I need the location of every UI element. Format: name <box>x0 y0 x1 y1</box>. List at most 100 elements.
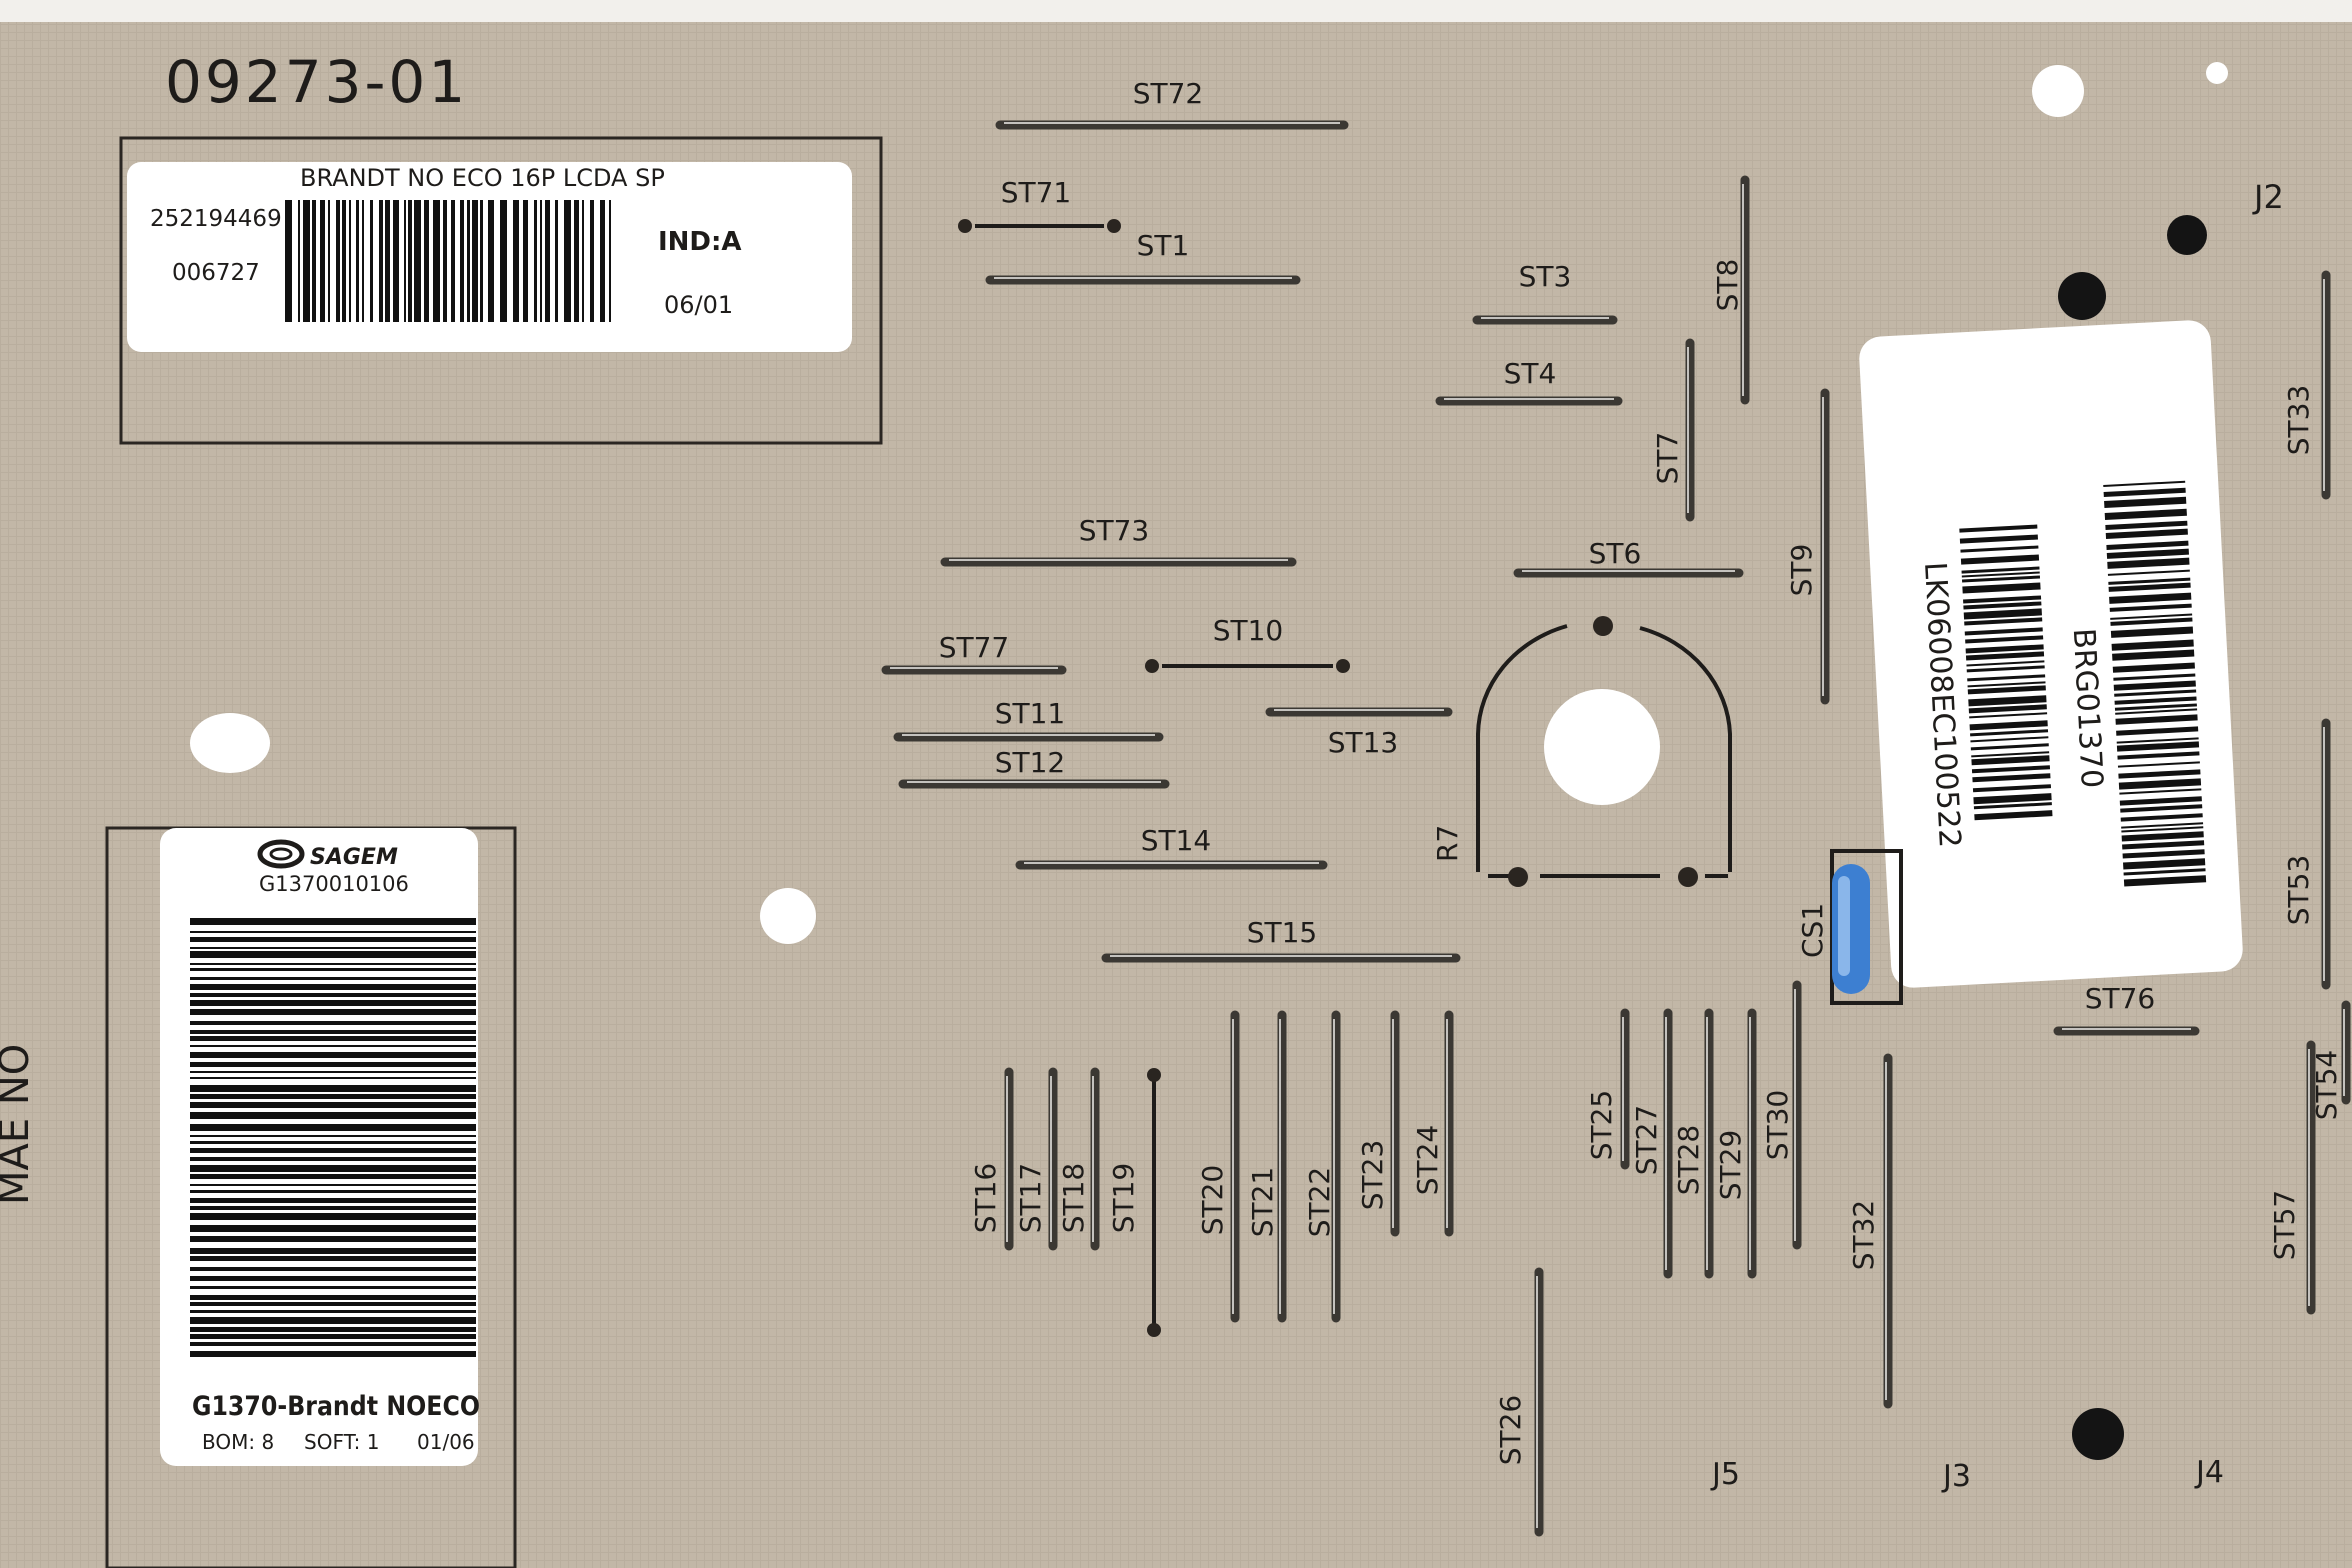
label2-date: 01/06 <box>417 1430 475 1454</box>
r7-pads <box>1508 616 1698 887</box>
strap-label-st9: ST9 <box>1785 544 1818 597</box>
strap-st33: ST33 <box>2282 270 2331 500</box>
strap-label-st1: ST1 <box>1137 229 1190 262</box>
strap-label-st71: ST71 <box>1001 176 1072 209</box>
strap-label-st24: ST24 <box>1411 1125 1444 1196</box>
strap-st20: ST20 <box>1196 1010 1240 1323</box>
strap-st30: ST30 <box>1761 980 1802 1250</box>
barcode-3b <box>1959 524 2053 821</box>
strap-label-st29: ST29 <box>1714 1130 1747 1201</box>
barcode-3a <box>2103 480 2207 887</box>
strap-label-st28: ST28 <box>1672 1125 1705 1196</box>
strap-st10: ST10 <box>1145 614 1350 673</box>
strap-st3: ST3 <box>1472 260 1618 325</box>
strap-st25: ST25 <box>1585 1008 1630 1170</box>
strap-label-st15: ST15 <box>1247 916 1318 949</box>
strap-st16: ST16 <box>969 1067 1014 1251</box>
product-label-3: BRG01370 LK06008EC100522 <box>1859 320 2243 988</box>
barcode-2 <box>190 918 476 1357</box>
strap-label-st32: ST32 <box>1847 1200 1880 1271</box>
strap-st14: ST14 <box>1015 824 1328 870</box>
strap-label-st57: ST57 <box>2268 1190 2301 1261</box>
strap-st54: ST54 <box>2310 1000 2351 1121</box>
cs1-capacitor <box>1832 864 1870 994</box>
strap-st19: ST19 <box>1107 1068 1161 1337</box>
label2-bom: BOM: 8 <box>202 1430 274 1454</box>
strap-label-st12: ST12 <box>995 746 1066 779</box>
strap-label-st16: ST16 <box>969 1163 1002 1234</box>
strap-st8: ST8 <box>1711 175 1750 405</box>
label3-code1: BRG01370 <box>2066 627 2109 789</box>
strap-st9: ST9 <box>1785 388 1830 705</box>
strap-label-st27: ST27 <box>1630 1105 1663 1176</box>
strap-label-st26: ST26 <box>1494 1395 1527 1466</box>
strap-label-st54: ST54 <box>2310 1050 2343 1121</box>
strap-label-st20: ST20 <box>1196 1165 1229 1236</box>
strap-label-st13: ST13 <box>1328 726 1399 759</box>
strap-st29: ST29 <box>1714 1008 1757 1279</box>
strap-label-st19: ST19 <box>1107 1163 1140 1234</box>
strap-st77: ST77 <box>881 631 1067 675</box>
strap-st22: ST22 <box>1303 1010 1341 1323</box>
label2-product: G1370-Brandt NOECO <box>192 1391 480 1422</box>
label1-date: 06/01 <box>664 291 733 319</box>
strap-st4: ST4 <box>1435 357 1623 406</box>
r7-label: R7 <box>1431 825 1464 862</box>
strap-st72: ST72 <box>995 77 1349 130</box>
board-code: 09273-01 <box>165 48 468 116</box>
strap-label-st76: ST76 <box>2085 982 2156 1015</box>
strap-label-st25: ST25 <box>1585 1090 1618 1161</box>
strap-st76: ST76 <box>2053 982 2200 1036</box>
strap-st28: ST28 <box>1672 1008 1714 1279</box>
label1-outline <box>119 136 883 445</box>
strap-st17: ST17 <box>1014 1067 1058 1251</box>
strap-st18: ST18 <box>1057 1067 1100 1251</box>
strap-st1: ST1 <box>985 229 1301 285</box>
product-label-1: BRANDT NO ECO 16P LCDA SP 252194469 0067… <box>127 162 852 352</box>
j5-label: J5 <box>1710 1457 1740 1492</box>
strap-st24: ST24 <box>1411 1010 1454 1237</box>
strap-st6: ST6 <box>1513 537 1744 578</box>
label2-code: G1370010106 <box>259 872 409 896</box>
strap-label-st73: ST73 <box>1079 514 1150 547</box>
mounting-holes <box>190 62 2228 1460</box>
board-top-edge <box>0 0 2352 22</box>
strap-st26: ST26 <box>1494 1267 1544 1537</box>
strap-label-st6: ST6 <box>1589 537 1642 570</box>
strap-st23: ST23 <box>1356 1010 1400 1237</box>
strap-label-st23: ST23 <box>1356 1140 1389 1211</box>
strap-st11: ST11 <box>893 697 1164 742</box>
strap-label-st72: ST72 <box>1133 77 1204 110</box>
j4-label: J4 <box>2194 1455 2224 1490</box>
label1-number2: 006727 <box>172 260 260 286</box>
r7-footprint <box>1476 624 1732 878</box>
j2-label: J2 <box>2252 178 2284 216</box>
side-text: MAE NO <box>0 1044 38 1205</box>
sagem-logo-icon <box>257 839 305 869</box>
label1-title: BRANDT NO ECO 16P LCDA SP <box>300 164 665 192</box>
j3-label: J3 <box>1941 1459 1971 1494</box>
strap-label-st7: ST7 <box>1651 432 1684 485</box>
strap-label-st14: ST14 <box>1141 824 1212 857</box>
strap-st27: ST27 <box>1630 1008 1673 1279</box>
strap-label-st21: ST21 <box>1246 1167 1279 1238</box>
strap-label-st33: ST33 <box>2282 385 2315 456</box>
strap-label-st17: ST17 <box>1014 1163 1047 1234</box>
strap-label-st22: ST22 <box>1303 1167 1336 1238</box>
strap-st13: ST13 <box>1265 707 1453 759</box>
strap-label-st4: ST4 <box>1504 357 1557 390</box>
label1-number1: 252194469 <box>150 206 282 232</box>
label2-brand: SAGEM <box>310 845 398 870</box>
strap-st53: ST53 <box>2282 718 2331 990</box>
strap-st12: ST12 <box>898 746 1170 789</box>
strap-label-st8: ST8 <box>1711 259 1744 312</box>
strap-label-st18: ST18 <box>1057 1163 1090 1234</box>
strap-label-st53: ST53 <box>2282 855 2315 926</box>
strap-label-st3: ST3 <box>1519 260 1572 293</box>
product-label-2: SAGEM G1370010106 G1370-Brandt NOECO BOM… <box>160 828 480 1466</box>
strap-st57: ST57 <box>2268 1040 2316 1315</box>
strap-st7: ST7 <box>1651 338 1695 522</box>
strap-label-st30: ST30 <box>1761 1090 1794 1161</box>
